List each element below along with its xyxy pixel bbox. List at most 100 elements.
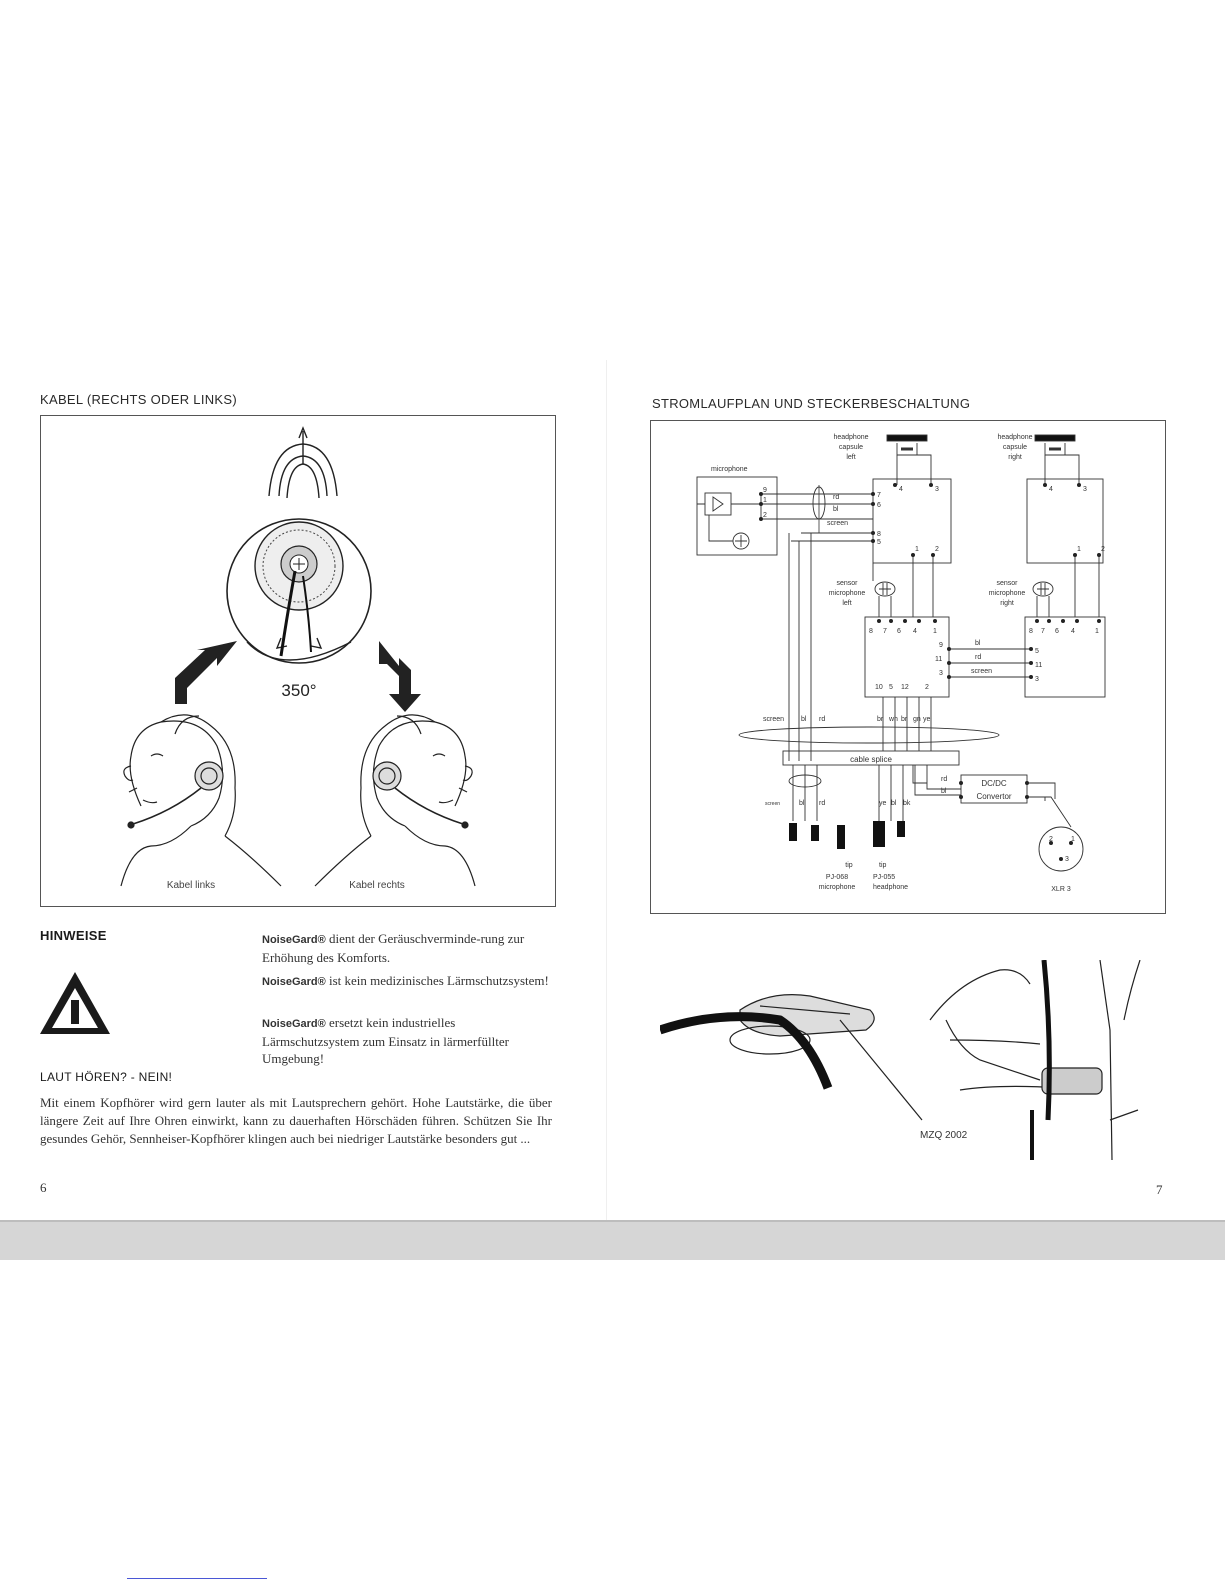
svg-text:XLR 3: XLR 3 xyxy=(1051,886,1071,893)
svg-text:screen: screen xyxy=(971,668,992,675)
svg-text:7: 7 xyxy=(877,492,881,499)
svg-text:right: right xyxy=(1008,454,1022,461)
svg-text:4: 4 xyxy=(899,486,903,493)
note-2: NoiseGard® ist kein medizinisches Lärmsc… xyxy=(262,973,549,988)
svg-text:rd: rd xyxy=(833,494,839,501)
svg-text:sensor: sensor xyxy=(836,580,858,587)
svg-text:4: 4 xyxy=(1049,486,1053,493)
svg-text:screen: screen xyxy=(763,716,784,723)
svg-text:6: 6 xyxy=(877,502,881,509)
svg-text:5: 5 xyxy=(889,684,893,691)
svg-text:headphone: headphone xyxy=(833,434,868,441)
svg-text:8: 8 xyxy=(869,628,873,635)
right-heading: STROMLAUFPLAN UND STECKERBESCHALTUNG xyxy=(652,396,971,411)
svg-text:bl: bl xyxy=(975,640,981,647)
circuit-diagram-box: microphone 9 1 2 headphone capsule left … xyxy=(650,420,1166,914)
page-number-left: 6 xyxy=(40,1180,47,1195)
svg-text:left: left xyxy=(842,600,851,607)
svg-text:4: 4 xyxy=(913,628,917,635)
svg-text:gn: gn xyxy=(913,716,921,723)
scanner-shadow xyxy=(0,1222,1225,1260)
svg-text:3: 3 xyxy=(1035,676,1039,683)
svg-text:tip: tip xyxy=(879,862,887,869)
note-1: NoiseGard® dient der Geräuschvermindе-ru… xyxy=(262,931,525,965)
cable-illustration-box: 350° Kabel links xyxy=(40,415,556,907)
caption-kabel-links: Kabel links xyxy=(167,880,215,891)
svg-text:10: 10 xyxy=(875,684,883,691)
svg-text:1: 1 xyxy=(763,497,767,504)
svg-text:8: 8 xyxy=(1029,628,1033,635)
svg-text:bl: bl xyxy=(941,788,947,795)
arrow-right-icon xyxy=(379,641,421,712)
svg-text:11: 11 xyxy=(1035,662,1042,669)
svg-text:7: 7 xyxy=(883,628,887,635)
svg-text:rd: rd xyxy=(819,716,825,723)
svg-text:rd: rd xyxy=(941,776,947,783)
svg-text:capsule: capsule xyxy=(839,444,863,451)
svg-text:microphone: microphone xyxy=(829,590,866,597)
svg-text:2: 2 xyxy=(1049,836,1053,843)
svg-text:wh: wh xyxy=(888,716,898,723)
circuit-diagram: microphone 9 1 2 headphone capsule left … xyxy=(696,434,1106,893)
svg-text:cable splice: cable splice xyxy=(850,755,892,764)
note-3: NoiseGard® ersetzt kein industrielles Lä… xyxy=(262,1015,509,1066)
caption-kabel-rechts: Kabel rechts xyxy=(349,880,405,891)
svg-text:PJ-055: PJ-055 xyxy=(873,874,895,881)
left-heading: KABEL (RECHTS ODER LINKS) xyxy=(40,392,238,407)
svg-text:microphone: microphone xyxy=(989,590,1026,597)
headphone-rotation-illustration: 350° Kabel links xyxy=(120,426,476,891)
svg-text:screen: screen xyxy=(827,520,848,527)
svg-text:4: 4 xyxy=(1071,628,1075,635)
svg-text:Convertor: Convertor xyxy=(976,792,1011,801)
svg-text:3: 3 xyxy=(939,670,943,677)
mzq-2002-label: MZQ 2002 xyxy=(920,1130,968,1141)
bottom-underline xyxy=(127,1578,267,1579)
svg-text:right: right xyxy=(1000,600,1014,607)
svg-text:ye: ye xyxy=(923,716,931,723)
warning-paragraph: Mit einem Kopfhörer wird gern lauter als… xyxy=(40,1095,552,1146)
svg-text:DC/DC: DC/DC xyxy=(981,779,1007,788)
svg-text:1: 1 xyxy=(1071,836,1075,843)
svg-text:1: 1 xyxy=(915,546,919,553)
laut-hoeren-title: LAUT HÖREN? - NEIN! xyxy=(40,1070,173,1084)
svg-text:br: br xyxy=(877,716,884,723)
head-left-illustration xyxy=(120,714,282,887)
svg-text:6: 6 xyxy=(1055,628,1059,635)
svg-text:3: 3 xyxy=(935,486,939,493)
svg-text:2: 2 xyxy=(935,546,939,553)
svg-text:left: left xyxy=(846,454,855,461)
svg-text:2: 2 xyxy=(763,512,767,519)
page-fold xyxy=(606,360,607,1220)
warning-triangle-icon xyxy=(40,972,110,1034)
svg-text:bl: bl xyxy=(833,506,839,513)
page-number-right: 7 xyxy=(1156,1182,1163,1197)
svg-text:2: 2 xyxy=(925,684,929,691)
rotation-circle xyxy=(226,518,372,664)
svg-text:6: 6 xyxy=(897,628,901,635)
svg-text:bl: bl xyxy=(891,800,897,807)
bottom-rule xyxy=(0,1220,1225,1222)
svg-text:capsule: capsule xyxy=(1003,444,1027,451)
svg-text:ye: ye xyxy=(879,800,887,807)
svg-text:rd: rd xyxy=(819,800,825,807)
angle-label: 350° xyxy=(281,681,316,700)
svg-text:3: 3 xyxy=(1083,486,1087,493)
svg-text:screen: screen xyxy=(765,801,780,807)
svg-text:8: 8 xyxy=(877,531,881,538)
svg-text:11: 11 xyxy=(935,656,942,663)
svg-text:rd: rd xyxy=(975,654,981,661)
svg-text:1: 1 xyxy=(1077,546,1081,553)
svg-text:bk: bk xyxy=(903,800,911,807)
svg-text:2: 2 xyxy=(1101,546,1105,553)
svg-text:1: 1 xyxy=(933,628,937,635)
svg-text:1: 1 xyxy=(1095,628,1099,635)
svg-text:headphone: headphone xyxy=(873,884,908,891)
svg-text:bl: bl xyxy=(801,716,807,723)
svg-text:3: 3 xyxy=(1065,856,1069,863)
svg-text:5: 5 xyxy=(877,539,881,546)
svg-text:sensor: sensor xyxy=(996,580,1018,587)
hinweise-title: HINWEISE xyxy=(40,928,107,943)
svg-text:tip: tip xyxy=(845,862,853,869)
svg-text:microphone: microphone xyxy=(711,466,748,473)
arrow-left-icon xyxy=(175,641,237,704)
